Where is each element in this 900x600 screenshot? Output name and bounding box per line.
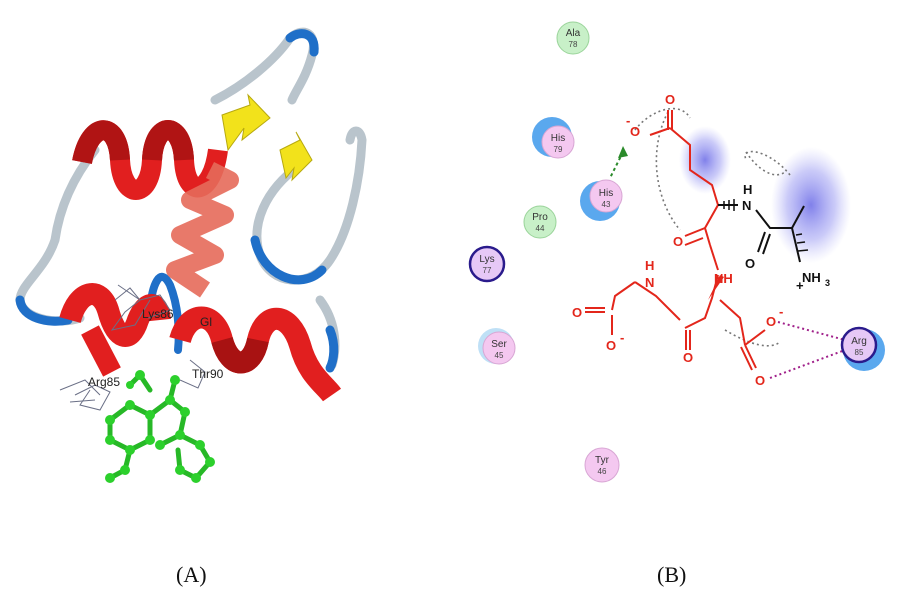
residue-tyr46: Tyr 46 bbox=[584, 447, 620, 483]
alpha-helix-right bbox=[169, 306, 342, 402]
residue-his43: His 43 bbox=[580, 179, 623, 221]
residue-arg85: Arg 85 bbox=[840, 326, 885, 371]
beta-strand-2 bbox=[279, 131, 313, 182]
protein-ribbon-panel: Lys86 Arg85 Thr90 Gl bbox=[15, 27, 367, 483]
atom-o-amide: O bbox=[745, 256, 755, 271]
coil-top-right bbox=[210, 27, 318, 105]
atom-o-right2: O bbox=[755, 373, 765, 388]
residue-pro44: Pro 44 bbox=[523, 205, 557, 239]
svg-text:Ser: Ser bbox=[491, 339, 507, 350]
atom-nh3-charge: + bbox=[796, 278, 804, 293]
svg-text:Pro: Pro bbox=[532, 212, 548, 223]
atom-h-left: H bbox=[645, 258, 654, 273]
svg-text:45: 45 bbox=[495, 351, 504, 360]
atom-nh-mid: NH bbox=[714, 271, 733, 286]
coil-loops bbox=[15, 27, 367, 373]
alpha-helix-top bbox=[72, 120, 228, 200]
atom-n-left: N bbox=[645, 275, 654, 290]
svg-text:Ala: Ala bbox=[566, 28, 581, 39]
svg-text:46: 46 bbox=[598, 467, 607, 476]
residue-lys77: Lys 77 bbox=[468, 245, 506, 283]
svg-text:Tyr: Tyr bbox=[595, 455, 610, 466]
svg-text:77: 77 bbox=[483, 266, 492, 275]
coil-right-blue bbox=[250, 235, 327, 285]
residue-ala78: Ala 78 bbox=[556, 21, 590, 55]
caption-panel-a: (A) bbox=[176, 562, 207, 587]
exposure-blob-top bbox=[679, 126, 731, 194]
atom-nh3: NH bbox=[802, 270, 821, 285]
svg-text:78: 78 bbox=[569, 40, 578, 49]
coil-right-low-blue bbox=[325, 325, 339, 373]
caption-panel-b: (B) bbox=[657, 562, 687, 587]
coil-right bbox=[252, 126, 367, 285]
svg-text:85: 85 bbox=[855, 348, 864, 357]
atom-o-left: O bbox=[572, 305, 582, 320]
salt-bridge-2 bbox=[769, 349, 846, 379]
ligand-3d bbox=[105, 370, 215, 483]
interaction-diagram-panel: O O - H N O + NH 3 O NH H N O O - O O - … bbox=[468, 21, 885, 483]
beta-strand-1 bbox=[221, 93, 271, 152]
atom-o-right: O bbox=[766, 314, 776, 329]
svg-text:79: 79 bbox=[554, 145, 563, 154]
svg-text:44: 44 bbox=[536, 224, 545, 233]
alpha-helix-center bbox=[166, 161, 239, 298]
atom-minus-left: - bbox=[620, 330, 624, 345]
residue-ser45: Ser 45 bbox=[478, 328, 516, 365]
label-lys86: Lys86 bbox=[142, 307, 174, 321]
svg-text:Arg: Arg bbox=[851, 336, 867, 347]
hash-bond bbox=[723, 199, 809, 252]
ligand-bonds-black bbox=[718, 204, 805, 263]
pocket-contour bbox=[634, 107, 791, 347]
label-gl: Gl bbox=[200, 315, 212, 329]
ligand-bonds-red bbox=[585, 110, 766, 371]
svg-text:His: His bbox=[551, 133, 565, 144]
atom-minus-right: - bbox=[779, 304, 783, 319]
exposure-blob-right bbox=[771, 147, 851, 263]
atom-o-top: O bbox=[665, 92, 675, 107]
svg-text:43: 43 bbox=[602, 200, 611, 209]
label-arg85: Arg85 bbox=[88, 375, 120, 389]
hbond-his43 bbox=[609, 151, 624, 179]
residue-his79: His 79 bbox=[532, 117, 575, 159]
svg-text:Lys: Lys bbox=[479, 254, 494, 265]
atom-o-minus-top: O bbox=[630, 124, 640, 139]
label-thr90: Thr90 bbox=[192, 367, 224, 381]
atom-h-top: H bbox=[743, 182, 752, 197]
coil-left-blue bbox=[15, 295, 73, 326]
atom-o-bottom: O bbox=[683, 350, 693, 365]
svg-text:His: His bbox=[599, 188, 613, 199]
coil-top-right-blue bbox=[285, 29, 319, 57]
atom-o-left2: O bbox=[606, 338, 616, 353]
atom-nh3-sub: 3 bbox=[825, 278, 830, 288]
atom-n-top: N bbox=[742, 198, 751, 213]
hbond-arrowhead bbox=[618, 146, 628, 158]
atom-o-left-amide: O bbox=[673, 234, 683, 249]
atom-minus-top: - bbox=[626, 113, 630, 128]
wedge-bond-red bbox=[708, 275, 724, 300]
salt-bridge-1 bbox=[777, 321, 846, 341]
residue-sticks bbox=[59, 284, 206, 411]
alpha-helix-left bbox=[59, 283, 171, 377]
